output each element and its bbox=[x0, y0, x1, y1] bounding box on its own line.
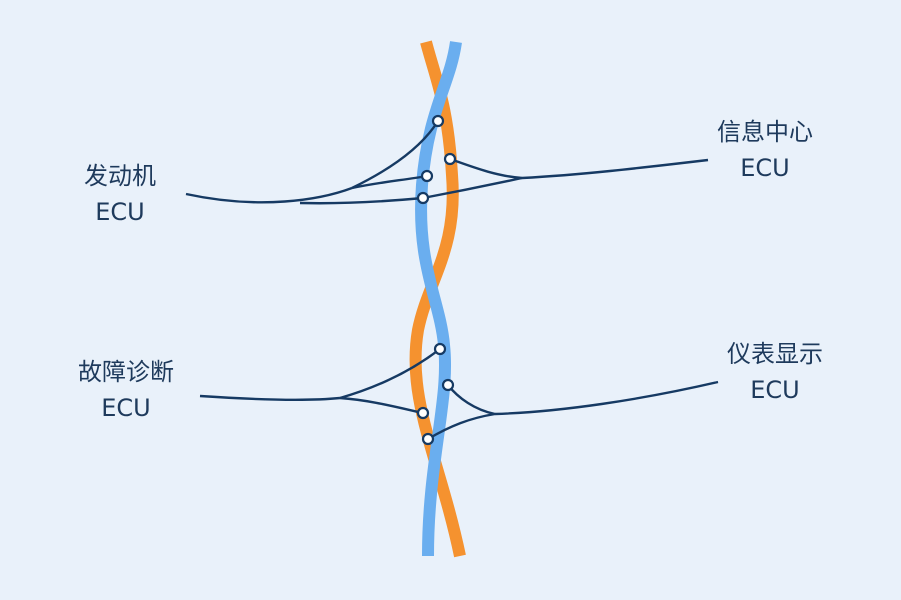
instrument-ecu-type: ECU bbox=[750, 376, 800, 404]
engine-ecu-type: ECU bbox=[95, 198, 145, 226]
tap-point bbox=[441, 378, 455, 392]
instrument-stub-to-tap-8 bbox=[427, 412, 496, 441]
tap-point bbox=[416, 406, 430, 420]
diagnostics-stub-to-tap-5 bbox=[339, 348, 441, 400]
instrument-ecu-label: 仪表显示 ECU bbox=[695, 336, 855, 408]
engine-ecu-name: 发动机 bbox=[84, 162, 156, 190]
tap-point bbox=[421, 432, 435, 446]
engine-ecu-stubs bbox=[185, 120, 440, 205]
engine-stub-to-tap-4 bbox=[299, 196, 424, 205]
instrument-ecu-name: 仪表显示 bbox=[727, 340, 823, 368]
diagnostics-ecu-label: 故障诊断 ECU bbox=[46, 354, 206, 426]
diagnostics-ecu-stubs bbox=[199, 348, 441, 415]
engine-stub-trunk bbox=[185, 186, 353, 204]
engine-ecu-label: 发动机 ECU bbox=[40, 158, 200, 230]
tap-point bbox=[443, 152, 457, 166]
diagnostics-ecu-type: ECU bbox=[101, 394, 151, 422]
infotainment-ecu-label: 信息中心 ECU bbox=[685, 114, 845, 186]
bus-wire-blue bbox=[415, 41, 462, 557]
bus-tap-points bbox=[416, 114, 457, 446]
instrument-stub-trunk bbox=[494, 380, 719, 416]
infotainment-ecu-stubs bbox=[422, 157, 709, 200]
engine-stub-to-tap-3 bbox=[351, 174, 428, 190]
infotainment-ecu-name: 信息中心 bbox=[717, 118, 813, 146]
tap-point bbox=[420, 169, 434, 183]
tap-point bbox=[416, 191, 430, 205]
infotainment-stub-to-tap-4 bbox=[422, 176, 523, 200]
tap-point bbox=[431, 114, 445, 128]
engine-stub-to-tap-1 bbox=[351, 120, 440, 190]
infotainment-stub-trunk bbox=[521, 158, 709, 180]
instrument-stub-to-tap-6 bbox=[447, 384, 496, 416]
diagnostics-stub-to-tap-7 bbox=[339, 396, 424, 415]
infotainment-stub-to-tap-2 bbox=[449, 157, 523, 180]
instrument-ecu-stubs bbox=[427, 380, 719, 441]
diagnostics-stub-trunk bbox=[199, 394, 341, 401]
tap-point bbox=[433, 342, 447, 356]
diagnostics-ecu-name: 故障诊断 bbox=[78, 358, 174, 386]
infotainment-ecu-type: ECU bbox=[740, 154, 790, 182]
